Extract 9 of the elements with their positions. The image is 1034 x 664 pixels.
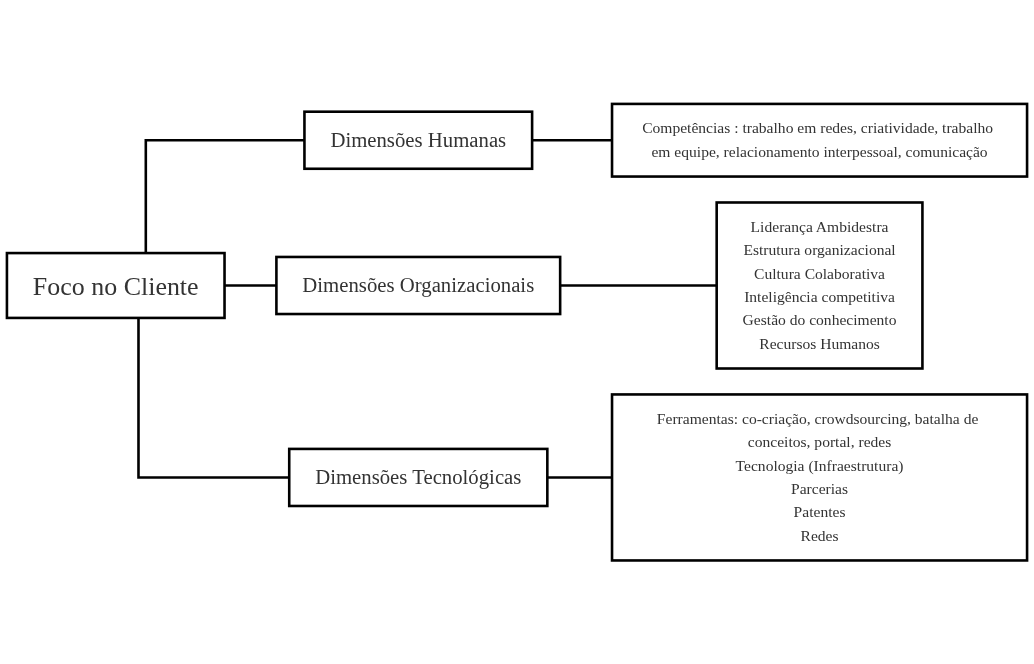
node-box: Competências : trabalho em redes, criatividade, trabalho em equipe, relacionamento interpessoal, comunicação <box>610 102 1029 178</box>
connector <box>144 138 305 253</box>
connector <box>137 317 290 479</box>
node-box: Dimensões Organizacionais <box>275 255 562 316</box>
node-box: Liderança Ambidestra Estrutura organizacional Cultura Colaborativa Inteligência competitiva Gestão do conhecimento Recursos Humanos <box>715 201 924 370</box>
node-box: Ferramentas: co-criação, crowdsourcing, batalha de conceitos, portal, redes Tecnologia (Infraestrutura) Parcerias Patentes Redes <box>610 392 1029 562</box>
node-box: Dimensões Tecnológicas <box>287 447 549 508</box>
node-box: Dimensões Humanas <box>303 110 534 170</box>
node-box: Foco no Cliente <box>5 251 226 320</box>
